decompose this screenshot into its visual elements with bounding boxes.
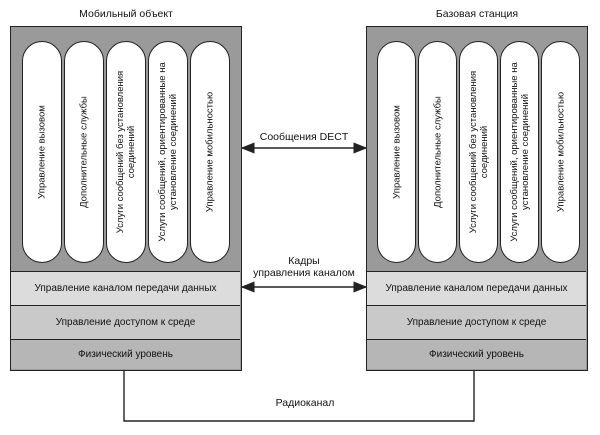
base-service-connectionless: Услуги сообщений без установления соедин… [459, 41, 498, 263]
mobile-layer-mac: Управление доступом к среде [11, 305, 240, 339]
mobile-stack: Управление вызовом Дополнительные службы… [10, 26, 242, 371]
mobile-service-call-control: Управление вызовом [22, 41, 62, 263]
base-stack: Управление вызовом Дополнительные службы… [366, 26, 588, 371]
base-service-connection-oriented: Услуги сообщений, ориентированные на уст… [500, 41, 539, 263]
service-label: Услуги сообщений без установления соедин… [115, 70, 137, 234]
mobile-service-connectionless: Услуги сообщений без установления соедин… [106, 41, 146, 263]
mobile-service-mobility: Управление мобильностью [190, 41, 230, 263]
base-service-supplementary: Дополнительные службы [418, 41, 457, 263]
mobile-service-connection-oriented: Услуги сообщений, ориентированные на уст… [148, 41, 188, 263]
control-frames-label-2: управления каналом [253, 267, 355, 279]
mobile-service-supplementary: Дополнительные службы [64, 41, 104, 263]
radio-channel-line [123, 371, 475, 422]
service-label: Услуги сообщений, ориентированные на уст… [508, 62, 531, 242]
service-label: Дополнительные службы [78, 96, 90, 208]
base-layer-datalink: Управление каналом передачи данных [367, 271, 586, 305]
mobile-layer-physical: Физический уровень [11, 339, 240, 369]
base-layer-mac: Управление доступом к среде [367, 305, 586, 339]
radio-channel-label: Радиоканал [275, 397, 335, 409]
service-label: Управление мобильностью [204, 91, 216, 213]
base-layer-physical: Физический уровень [367, 339, 586, 369]
service-label: Управление мобильностью [555, 91, 566, 213]
control-frames-label-1: Кадры [288, 255, 320, 267]
service-label: Дополнительные службы [432, 96, 443, 208]
base-service-call-control: Управление вызовом [377, 41, 416, 263]
mobile-title: Мобильный объект [79, 8, 173, 20]
dect-messages-label: Сообщения DECT [259, 131, 349, 143]
base-title: Базовая станция [435, 8, 519, 20]
service-label: Услуги сообщений, ориентированные на уст… [157, 62, 179, 242]
service-label: Услуги сообщений без установления соедин… [467, 70, 490, 234]
mobile-layer-datalink: Управление каналом передачи данных [11, 271, 240, 305]
service-label: Управление вызовом [36, 105, 48, 199]
service-label: Управление вызовом [391, 105, 402, 199]
base-service-mobility: Управление мобильностью [541, 41, 580, 263]
